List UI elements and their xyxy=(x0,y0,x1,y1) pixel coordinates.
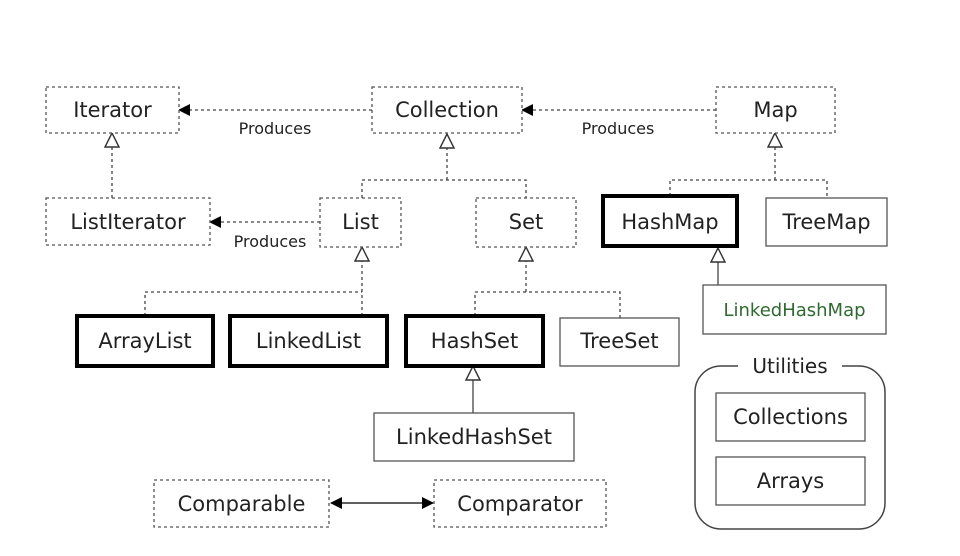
svg-text:List: List xyxy=(342,210,379,234)
node-linked-hash-set: LinkedHashSet xyxy=(373,412,575,462)
utilities-group: Utilities Collections Arrays xyxy=(694,352,886,530)
node-list-iterator: ListIterator xyxy=(45,197,211,246)
svg-text:LinkedList: LinkedList xyxy=(256,329,361,353)
edge-list-set-collection xyxy=(361,134,527,198)
node-array-list: ArrayList xyxy=(75,314,215,368)
node-hash-set: HashSet xyxy=(404,314,545,368)
svg-text:HashSet: HashSet xyxy=(431,329,518,353)
svg-text:LinkedHashMap: LinkedHashMap xyxy=(723,300,865,321)
svg-text:Collections: Collections xyxy=(733,405,848,429)
svg-text:TreeMap: TreeMap xyxy=(781,210,870,234)
edge-label-map-produces: Produces xyxy=(582,119,655,138)
edge-label-list-produces: Produces xyxy=(234,232,307,251)
node-tree-map: TreeMap xyxy=(765,197,888,247)
node-list: List xyxy=(319,197,402,248)
edge-label-collection-produces: Produces xyxy=(239,119,312,138)
edge-hashset-treeset-set xyxy=(474,247,621,318)
node-arrays: Arrays xyxy=(715,456,866,506)
node-linked-list: LinkedList xyxy=(228,314,389,368)
svg-text:Iterator: Iterator xyxy=(73,98,152,122)
svg-text:Map: Map xyxy=(753,98,797,122)
edge-arraylist-linkedlist-list xyxy=(144,247,362,316)
svg-text:HashMap: HashMap xyxy=(621,210,718,234)
utilities-title: Utilities xyxy=(752,354,827,378)
node-comparator: Comparator xyxy=(433,479,607,528)
svg-text:Comparator: Comparator xyxy=(457,492,583,516)
node-comparable: Comparable xyxy=(153,479,330,528)
svg-text:Collection: Collection xyxy=(395,98,499,122)
node-tree-set: TreeSet xyxy=(559,317,680,367)
node-hash-map: HashMap xyxy=(601,194,739,248)
edge-hashmap-treemap-map xyxy=(669,133,828,198)
svg-text:Set: Set xyxy=(509,210,543,234)
node-collections: Collections xyxy=(715,392,866,442)
svg-text:Arrays: Arrays xyxy=(757,469,825,493)
svg-text:LinkedHashSet: LinkedHashSet xyxy=(396,425,552,449)
svg-text:ListIterator: ListIterator xyxy=(70,210,186,234)
svg-text:Comparable: Comparable xyxy=(178,492,306,516)
node-set: Set xyxy=(475,197,577,248)
svg-text:ArrayList: ArrayList xyxy=(98,329,191,353)
svg-text:TreeSet: TreeSet xyxy=(579,329,658,353)
node-map: Map xyxy=(715,86,836,134)
node-iterator: Iterator xyxy=(45,86,180,134)
node-collection: Collection xyxy=(371,86,523,134)
node-linked-hash-map: LinkedHashMap xyxy=(702,284,887,335)
